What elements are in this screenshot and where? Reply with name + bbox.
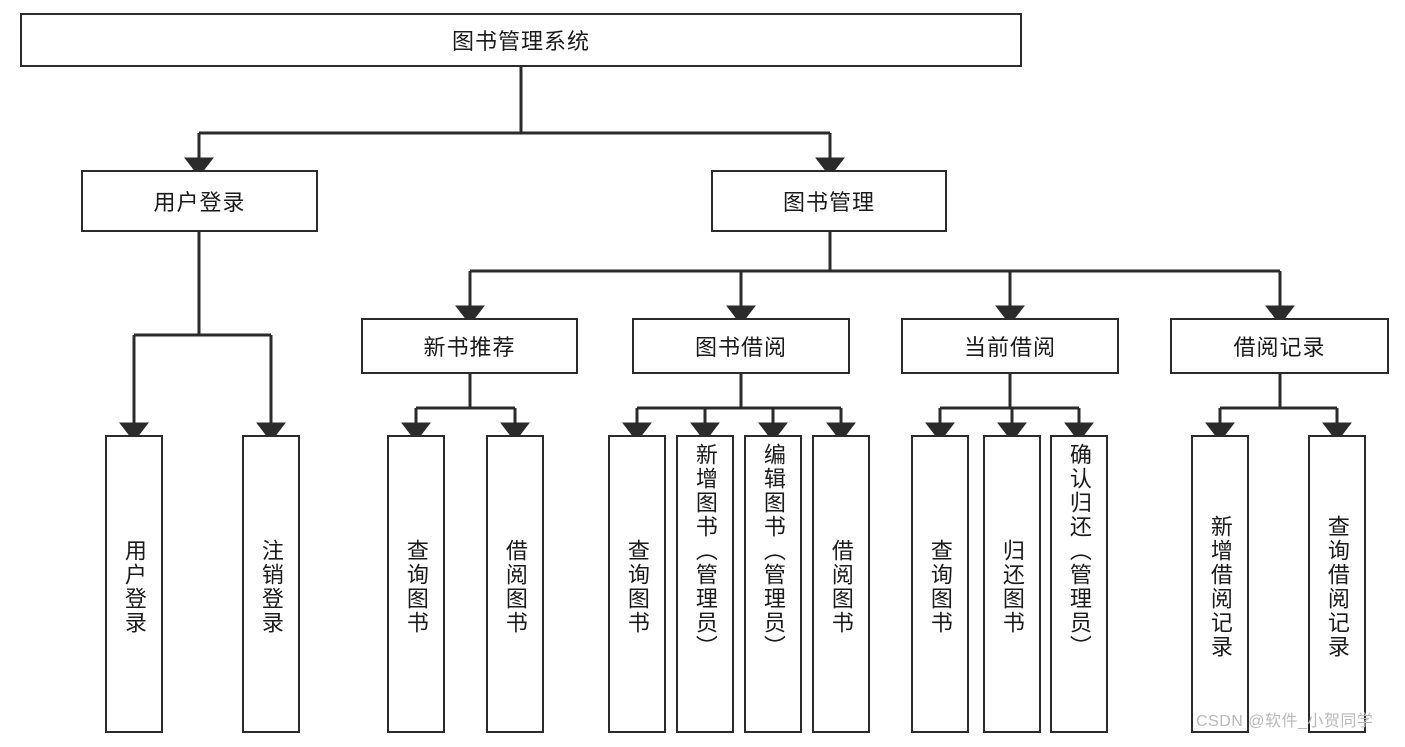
node-leaf-logout[interactable]: 注销登录: [242, 435, 300, 733]
node-borrow-record-label: 借阅记录: [1233, 335, 1326, 360]
node-leaf-query-book-2[interactable]: 查询图书: [608, 435, 666, 733]
node-leaf-borrow-book-1-label: 借阅图书: [502, 539, 528, 635]
node-leaf-query-book-3[interactable]: 查询图书: [911, 435, 969, 733]
node-leaf-borrow-book-2[interactable]: 借阅图书: [812, 435, 870, 733]
node-leaf-edit-book[interactable]: 编辑图书（管理员）: [744, 435, 802, 733]
node-leaf-add-record-label: 新增借阅记录: [1207, 515, 1233, 659]
node-book-borrow[interactable]: 图书借阅: [632, 318, 850, 374]
node-leaf-query-book-2-label: 查询图书: [624, 539, 650, 635]
node-current-borrow[interactable]: 当前借阅: [901, 318, 1119, 374]
node-leaf-query-book-1-label: 查询图书: [403, 539, 429, 635]
node-leaf-add-book[interactable]: 新增图书（管理员）: [676, 435, 734, 733]
node-leaf-edit-book-label: 编辑图书（管理员）: [760, 443, 786, 659]
node-user-login-label: 用户登录: [153, 190, 246, 215]
node-leaf-query-book-1[interactable]: 查询图书: [387, 435, 445, 733]
node-leaf-user-login[interactable]: 用户登录: [105, 435, 163, 733]
node-leaf-confirm-return-label: 确认归还（管理员）: [1066, 443, 1092, 659]
node-leaf-query-book-3-label: 查询图书: [927, 539, 953, 635]
node-leaf-confirm-return[interactable]: 确认归还（管理员）: [1050, 435, 1108, 733]
node-new-book-rec-label: 新书推荐: [423, 335, 516, 360]
node-leaf-query-record-label: 查询借阅记录: [1324, 515, 1350, 659]
node-book-borrow-label: 图书借阅: [694, 335, 787, 360]
node-leaf-return-book-label: 归还图书: [999, 539, 1025, 635]
node-book-manage-label: 图书管理: [782, 190, 875, 215]
node-leaf-logout-label: 注销登录: [258, 539, 284, 635]
node-new-book-rec[interactable]: 新书推荐: [361, 318, 578, 374]
node-user-login[interactable]: 用户登录: [81, 170, 318, 232]
node-leaf-query-record[interactable]: 查询借阅记录: [1308, 435, 1366, 733]
node-leaf-add-book-label: 新增图书（管理员）: [692, 443, 718, 659]
node-current-borrow-label: 当前借阅: [963, 335, 1056, 360]
watermark: CSDN @软件_小贺同学: [1196, 713, 1374, 730]
node-leaf-return-book[interactable]: 归还图书: [983, 435, 1041, 733]
node-book-manage[interactable]: 图书管理: [711, 170, 947, 232]
node-leaf-user-login-label: 用户登录: [121, 539, 147, 635]
node-borrow-record[interactable]: 借阅记录: [1170, 318, 1389, 374]
node-leaf-borrow-book-1[interactable]: 借阅图书: [486, 435, 544, 733]
node-leaf-add-record[interactable]: 新增借阅记录: [1191, 435, 1249, 733]
node-root-label: 图书管理系统: [451, 29, 590, 54]
node-root[interactable]: 图书管理系统: [20, 13, 1022, 67]
node-leaf-borrow-book-2-label: 借阅图书: [828, 539, 854, 635]
